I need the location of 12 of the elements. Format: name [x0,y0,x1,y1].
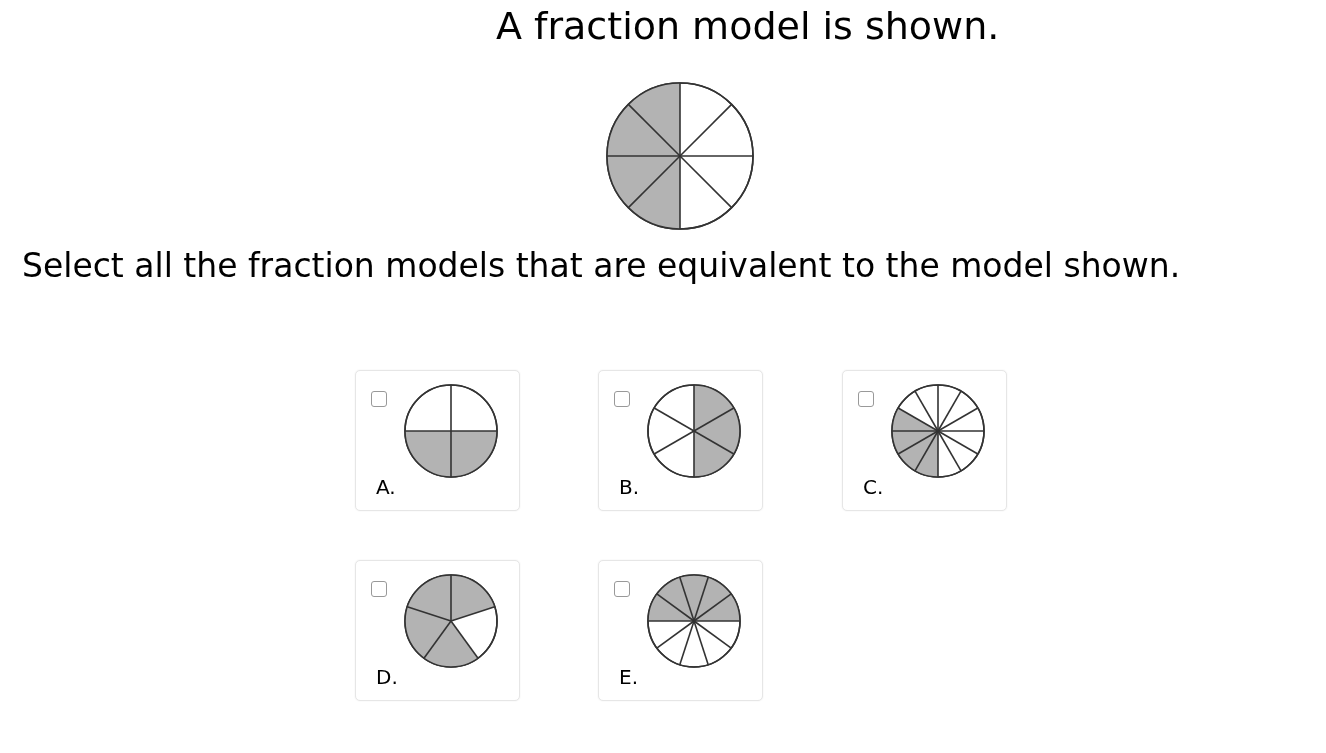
question-text: Select all the fraction models that are equivalent to the model shown. [22,246,1181,285]
answer-card [598,560,763,701]
option-letter: B. [619,475,640,499]
answer-card [842,370,1007,511]
option-letter: A. [376,475,396,499]
option-letter: E. [619,665,638,689]
answer-card [355,560,520,701]
title: A fraction model is shown. [496,4,1000,48]
answer-card [355,370,520,511]
option-letter: D. [376,665,398,689]
option-letter: C. [863,475,884,499]
answer-card [598,370,763,511]
